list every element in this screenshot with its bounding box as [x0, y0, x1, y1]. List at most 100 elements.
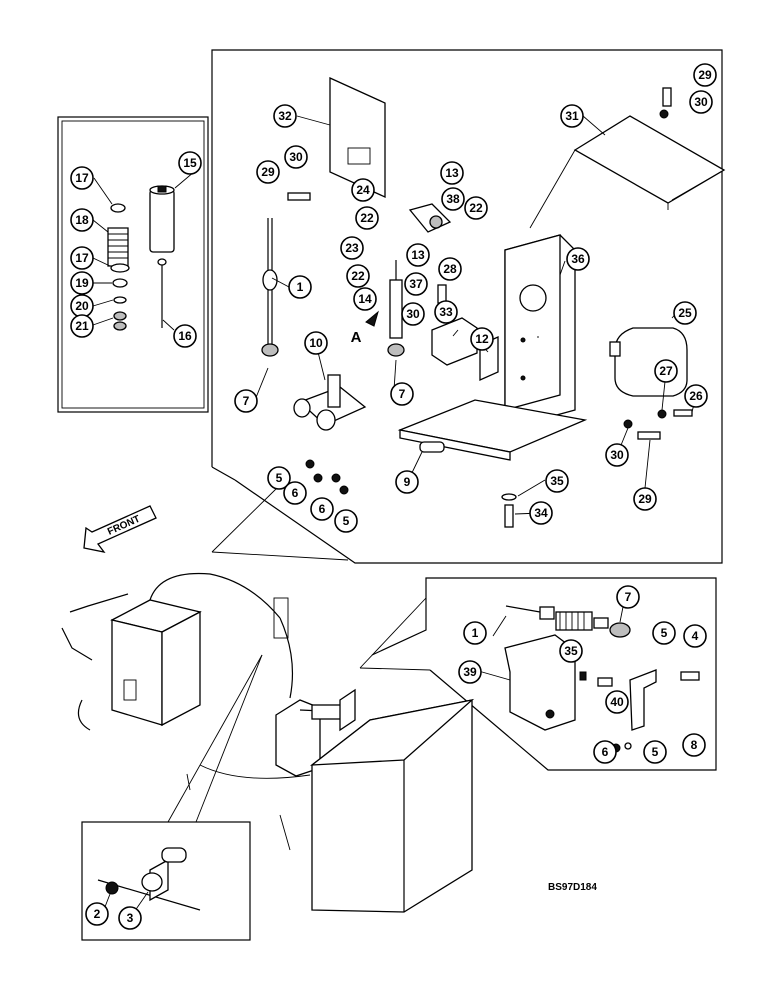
- callout-26: 26: [684, 384, 708, 408]
- svg-text:22: 22: [360, 211, 374, 225]
- svg-text:17: 17: [75, 251, 89, 265]
- svg-text:36: 36: [571, 252, 585, 266]
- svg-text:7: 7: [243, 394, 250, 408]
- svg-text:33: 33: [439, 305, 453, 319]
- svg-text:5: 5: [652, 745, 659, 759]
- callout-30b: 30: [284, 145, 308, 169]
- callout-14: 14: [353, 287, 377, 311]
- svg-text:35: 35: [550, 474, 564, 488]
- inset-parts: [107, 185, 175, 331]
- callout-29c: 29: [633, 487, 657, 511]
- svg-text:6: 6: [292, 486, 299, 500]
- main-assembly: [261, 76, 726, 528]
- callout-23: 23: [340, 236, 364, 260]
- callout-22: 22: [355, 206, 379, 230]
- callout-22c: 22: [346, 264, 370, 288]
- callout-d-5b: 5: [643, 740, 667, 764]
- svg-text:29: 29: [261, 165, 275, 179]
- callout-d-4: 4: [683, 624, 707, 648]
- callout-3: 3: [118, 906, 142, 930]
- svg-text:5: 5: [343, 514, 350, 528]
- svg-text:21: 21: [75, 319, 89, 333]
- callout-d-1: 1: [463, 621, 487, 645]
- svg-text:12: 12: [475, 332, 489, 346]
- svg-text:7: 7: [625, 590, 632, 604]
- callout-25: 25: [673, 301, 697, 325]
- svg-text:5: 5: [661, 626, 668, 640]
- svg-text:10: 10: [309, 336, 323, 350]
- callout-18: 18: [70, 208, 94, 232]
- svg-text:5: 5: [276, 471, 283, 485]
- front-direction-arrow: FRONT: [83, 505, 157, 553]
- svg-text:23: 23: [345, 241, 359, 255]
- svg-text:26: 26: [689, 389, 703, 403]
- callout-7b: 7: [390, 382, 414, 406]
- callout-27: 27: [654, 359, 678, 383]
- svg-text:32: 32: [278, 109, 292, 123]
- callout-1: 1: [288, 275, 312, 299]
- svg-text:9: 9: [404, 475, 411, 489]
- callout-6: 6: [283, 481, 307, 505]
- callout-10: 10: [304, 331, 328, 355]
- callout-d-39: 39: [458, 660, 482, 684]
- callout-35: 35: [545, 469, 569, 493]
- svg-text:31: 31: [565, 109, 579, 123]
- svg-text:8: 8: [691, 738, 698, 752]
- main-assembly-frame: [211, 49, 723, 564]
- svg-text:40: 40: [610, 695, 624, 709]
- callout-17b: 17: [70, 246, 94, 270]
- drawing-code: BS97D184: [548, 882, 597, 893]
- callout-d-8: 8: [682, 733, 706, 757]
- callout-7: 7: [234, 389, 258, 413]
- svg-text:4: 4: [692, 629, 699, 643]
- svg-text:22: 22: [469, 201, 483, 215]
- svg-text:20: 20: [75, 299, 89, 313]
- callout-32: 32: [273, 104, 297, 128]
- callout-2: 2: [85, 902, 109, 926]
- svg-text:13: 13: [411, 248, 425, 262]
- machine-overview: [61, 572, 475, 913]
- callout-d-5: 5: [652, 621, 676, 645]
- callout-36: 36: [566, 247, 590, 271]
- right-detail-frame: [371, 577, 717, 771]
- callout-17: 17: [70, 166, 94, 190]
- svg-text:30: 30: [694, 95, 708, 109]
- svg-text:6: 6: [602, 745, 609, 759]
- svg-text:14: 14: [358, 292, 372, 306]
- top-left-inset-frame: [57, 116, 209, 413]
- callout-37: 37: [404, 272, 428, 296]
- svg-text:34: 34: [534, 506, 548, 520]
- callout-34: 34: [529, 501, 553, 525]
- svg-text:18: 18: [75, 213, 89, 227]
- callout-20: 20: [70, 294, 94, 318]
- svg-text:3: 3: [127, 911, 134, 925]
- svg-text:28: 28: [443, 262, 457, 276]
- callout-16: 16: [173, 324, 197, 348]
- svg-text:1: 1: [472, 626, 479, 640]
- bottom-left-parts: [97, 847, 201, 911]
- callout-29b: 29: [256, 160, 280, 184]
- callout-5b: 5: [334, 509, 358, 533]
- callout-38: 38: [441, 187, 465, 211]
- svg-text:13: 13: [445, 166, 459, 180]
- svg-text:29: 29: [638, 492, 652, 506]
- callout-22b: 22: [464, 196, 488, 220]
- svg-text:17: 17: [75, 171, 89, 185]
- svg-text:19: 19: [75, 276, 89, 290]
- svg-text:39: 39: [463, 665, 477, 679]
- callout-13b: 13: [406, 243, 430, 267]
- callout-30c: 30: [401, 302, 425, 326]
- view-a-label: A: [351, 329, 362, 346]
- detail-pointer-lines: [167, 486, 431, 823]
- callout-12: 12: [470, 327, 494, 351]
- svg-text:15: 15: [183, 156, 197, 170]
- callout-6b: 6: [310, 497, 334, 521]
- svg-text:38: 38: [446, 192, 460, 206]
- callout-9: 9: [395, 470, 419, 494]
- svg-text:7: 7: [399, 387, 406, 401]
- callout-21: 21: [70, 314, 94, 338]
- callout-13: 13: [440, 161, 464, 185]
- svg-text:25: 25: [678, 306, 692, 320]
- callout-28: 28: [438, 257, 462, 281]
